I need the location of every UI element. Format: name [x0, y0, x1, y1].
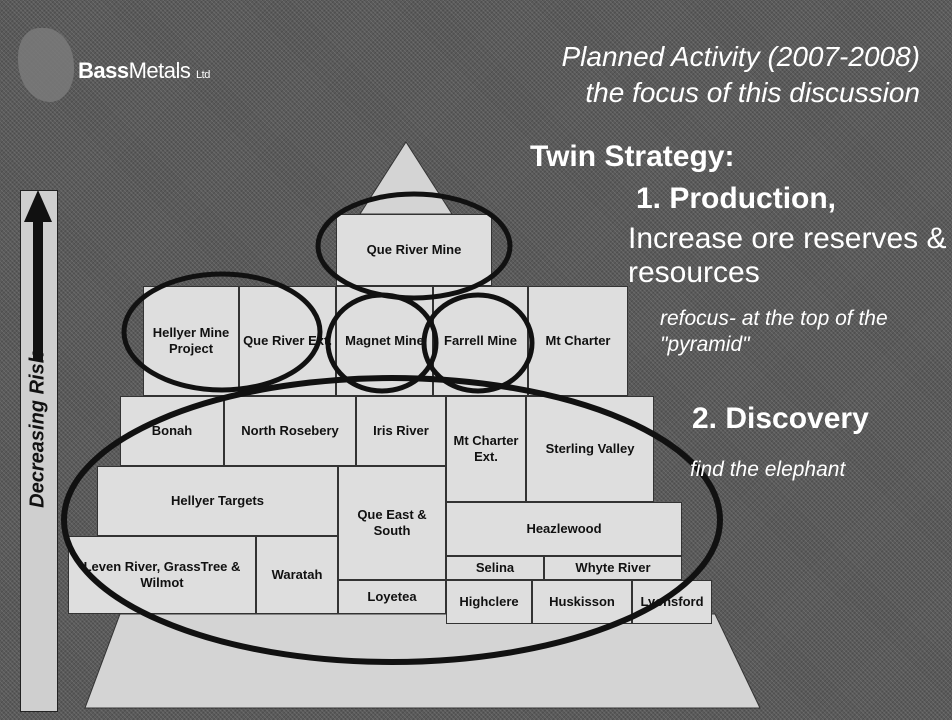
block-selina: Selina	[446, 556, 544, 580]
block-whyte-river: Whyte River	[544, 556, 682, 580]
strategy-discovery: 2. Discovery	[692, 402, 869, 435]
strategy-heading: Twin Strategy:	[530, 140, 735, 173]
strategy-production: 1. Production,	[636, 182, 837, 215]
logo-brand-suffix: Ltd	[196, 69, 210, 81]
block-que-east-south: Que East & South	[338, 466, 446, 580]
ellipse-discovery-targets	[61, 375, 723, 665]
strategy-production-text: Increase ore reserves & resources	[628, 222, 947, 289]
block-north-rosebery: North Rosebery	[224, 396, 356, 466]
block-hellyer-targets: Hellyer Targets	[97, 466, 338, 536]
block-que-river-mine: Que River Mine	[336, 214, 492, 286]
company-logo-text: BassMetals Ltd	[78, 58, 210, 84]
block-mt-charter-ext: Mt Charter Ext.	[446, 396, 526, 502]
slide-title-line1: Planned Activity (2007-2008)	[561, 41, 920, 72]
strategy-discovery-note: find the elephant	[690, 458, 846, 481]
slide-title-line2: the focus of this discussion	[585, 77, 920, 108]
ellipse-que-river-mine	[315, 191, 513, 301]
ellipse-farrell-mine	[421, 292, 535, 394]
block-iris-river: Iris River	[356, 396, 446, 466]
block-leven-river: Leven River, GrassTree & Wilmot	[68, 536, 256, 614]
strategy-production-note: refocus- at the top of the "pyramid"	[660, 307, 888, 356]
block-huskisson: Huskisson	[532, 580, 632, 624]
block-heazlewood: Heazlewood	[446, 502, 682, 556]
block-loyetea: Loyetea	[338, 580, 446, 614]
ellipse-hellyer-que-ext	[121, 271, 323, 393]
logo-brand-bold: Bass	[78, 58, 129, 83]
block-mt-charter: Mt Charter	[528, 286, 628, 396]
ellipse-magnet-mine	[325, 292, 439, 394]
block-sterling-valley: Sterling Valley	[526, 396, 654, 502]
block-highclere: Highclere	[446, 580, 532, 624]
block-waratah: Waratah	[256, 536, 338, 614]
logo-brand-thin: Metals	[128, 58, 191, 83]
company-logo-emblem	[18, 28, 74, 102]
